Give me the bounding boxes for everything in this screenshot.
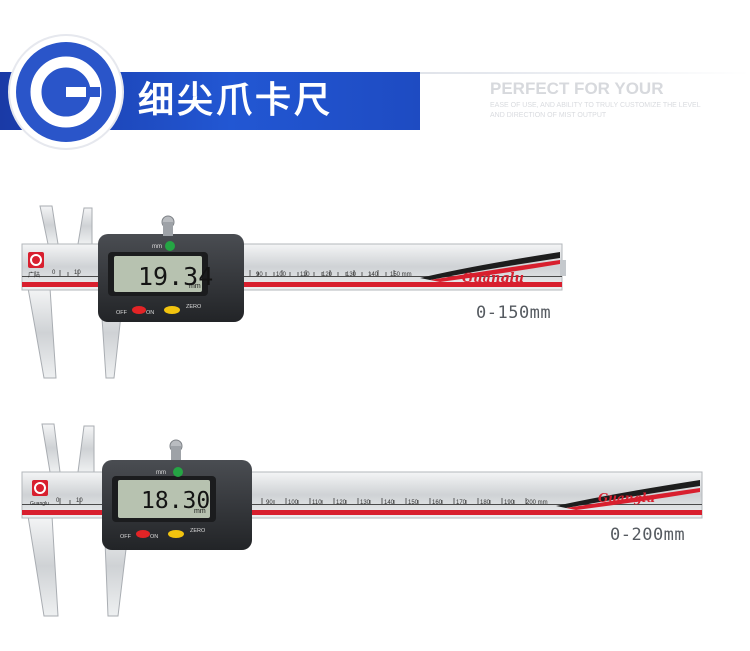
scale-label: 100	[288, 500, 299, 506]
scale-label: 190	[504, 500, 515, 506]
off-label: OFF	[116, 310, 128, 316]
lcd-unit: mm	[189, 283, 201, 290]
scale-label: 150	[408, 500, 419, 506]
tagline-heading: PERFECT FOR YOUR	[490, 79, 664, 98]
maker-mark: 广陆	[28, 271, 40, 279]
on-off-button[interactable]	[136, 530, 150, 538]
scale-label: 90	[266, 500, 273, 506]
scale-label: 130	[346, 272, 357, 278]
header-divider	[120, 72, 750, 74]
on-off-button[interactable]	[132, 306, 146, 314]
zero-button[interactable]	[168, 530, 184, 538]
scale-label: 150 mm	[390, 272, 412, 278]
lcd-screen	[118, 480, 210, 518]
on-label: ON	[150, 534, 158, 540]
zero-button[interactable]	[164, 306, 180, 314]
lcd-unit: mm	[194, 508, 206, 515]
unit-button[interactable]	[165, 241, 175, 251]
scale-label: 0	[52, 270, 56, 276]
guanglu-logo-icon	[10, 36, 122, 148]
tagline-subtext: EASE OF USE, AND ABILITY TO TRULY CUSTOM…	[490, 102, 701, 119]
scale-label: 110	[312, 500, 322, 506]
page-title: 细尖爪卡尺	[138, 80, 334, 121]
scale-label: 130	[360, 500, 371, 506]
caliper-200mm: 0 10 90 100 110 120 130 140 150 160 170 …	[21, 423, 703, 617]
brand-logo: Guanglu	[598, 491, 655, 505]
scale-label: 10	[74, 270, 81, 276]
scale-label: 10	[76, 498, 83, 504]
on-label: ON	[146, 310, 154, 316]
unit-button[interactable]	[173, 467, 183, 477]
zero-label: ZERO	[186, 304, 202, 310]
range-label-200: 0-200mm	[610, 525, 686, 545]
scale-label: 120	[336, 500, 347, 506]
scale-label: 160	[432, 500, 443, 506]
range-label-150: 0-150mm	[476, 303, 552, 323]
scale-label: 100	[276, 272, 287, 278]
scale-label: 180	[480, 500, 491, 506]
zero-label: ZERO	[190, 528, 206, 534]
scale-label: 140	[384, 500, 395, 506]
off-label: OFF	[120, 534, 132, 540]
scale-ticks	[59, 270, 395, 276]
maker-mark: Guanglu	[30, 501, 49, 507]
lcd-reading: 18.30	[141, 488, 210, 514]
scale-label: 0	[56, 498, 60, 504]
scale-label: 170	[456, 500, 467, 506]
unit-label: mm	[152, 244, 162, 250]
lcd-reading: 19.34	[138, 262, 213, 291]
scale-label: 110	[300, 272, 310, 278]
scale-label: 120	[322, 272, 333, 278]
scale-ticks	[59, 498, 527, 504]
lcd-screen	[114, 256, 202, 292]
brand-logo: Guanglu	[462, 271, 524, 286]
scale-label: 90	[256, 272, 263, 278]
scale-label: 200 mm	[526, 500, 548, 506]
unit-label: mm	[156, 470, 166, 476]
caliper-150mm: 0 10 90 100 110 120 130 140 150 mm 广陆 Gu…	[21, 205, 566, 379]
scale-label: 140	[368, 272, 379, 278]
